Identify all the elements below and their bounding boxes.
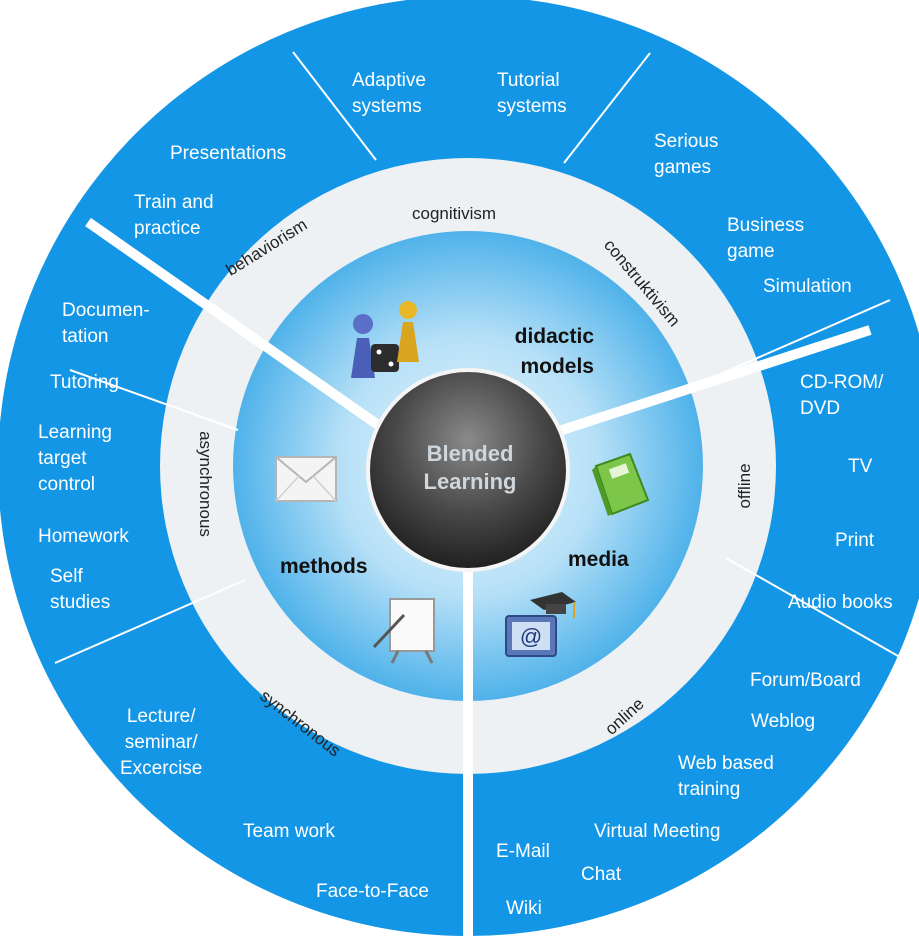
label-presentations: Presentations — [170, 143, 287, 164]
label-face-to-face: Face-to-Face — [316, 881, 429, 902]
center-hub — [366, 368, 570, 572]
label-documentation: Documen- tation — [62, 300, 150, 347]
label-weblog: Weblog — [751, 711, 816, 732]
label-simulation: Simulation — [763, 276, 852, 297]
segment-title-methods: methods — [280, 555, 368, 578]
elearning-at-icon: @ — [500, 588, 580, 668]
label-web-based-training: Web based training — [678, 753, 774, 800]
label-tv: TV — [848, 456, 873, 477]
book-icon — [590, 452, 654, 518]
segment-title-media: media — [568, 548, 629, 571]
segment-title-didactic-models: didactic models — [514, 325, 594, 378]
label-tutorial-systems: Tutorial systems — [497, 70, 567, 117]
label-chat: Chat — [581, 864, 622, 885]
label-team-work: Team work — [243, 821, 335, 842]
label-forum-board: Forum/Board — [750, 670, 861, 691]
label-train-and-practice: Train and practice — [134, 192, 214, 239]
label-e-mail: E-Mail — [496, 841, 550, 862]
label-self-studies: Self studies — [50, 566, 111, 613]
label-print: Print — [835, 530, 875, 551]
center-title: Blended Learning — [423, 441, 517, 494]
flipchart-icon — [370, 595, 442, 665]
label-lecture-seminar-excercise: Lecture/ seminar/ Excercise — [120, 706, 203, 779]
label-tutoring: Tutoring — [50, 372, 119, 393]
outer-separators — [54, 51, 906, 664]
label-learning-target-control: Learning target control — [38, 422, 112, 495]
label-wiki: Wiki — [506, 898, 542, 919]
section-dividers — [85, 217, 872, 937]
ring-label-asynchronous: asynchronous — [196, 431, 215, 537]
label-business-game: Business game — [727, 215, 805, 262]
label-cd-rom-dvd: CD-ROM/ DVD — [800, 372, 884, 419]
envelope-icon — [275, 456, 337, 502]
label-virtual-meeting: Virtual Meeting — [594, 821, 721, 842]
label-audio-books: Audio books — [788, 592, 893, 613]
game-pieces-icon — [343, 296, 433, 386]
label-homework: Homework — [38, 526, 129, 547]
label-serious-games: Serious games — [654, 131, 719, 178]
ring-label-offline: offline — [735, 463, 754, 509]
ring-label-cognitivism: cognitivism — [412, 204, 497, 223]
svg-text:@: @ — [520, 624, 542, 649]
label-adaptive-systems: Adaptive systems — [352, 70, 426, 117]
